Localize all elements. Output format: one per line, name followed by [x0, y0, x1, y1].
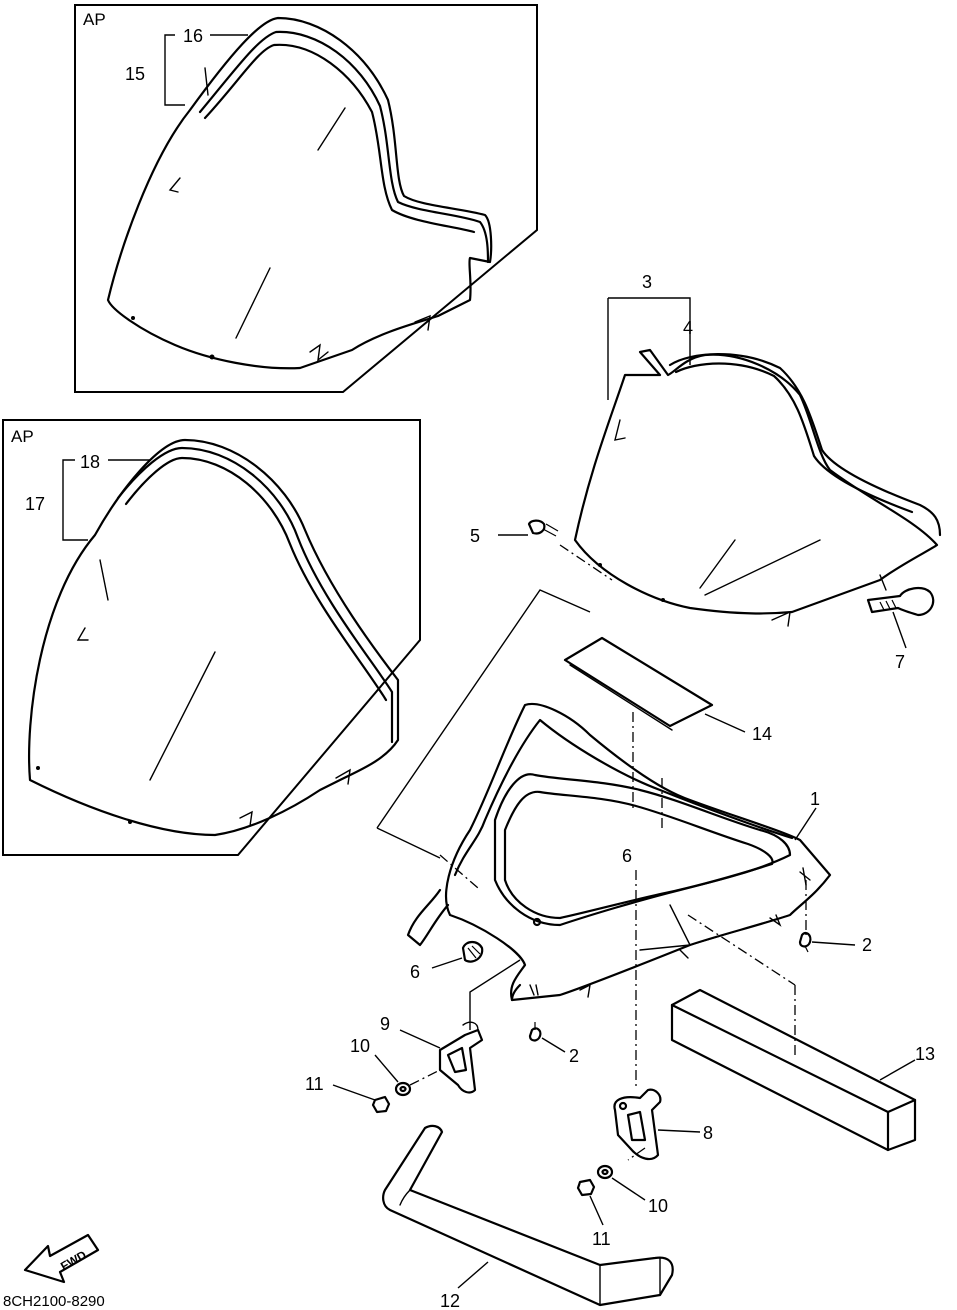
bracket-9: 9: [380, 1014, 484, 1094]
callout-5: 5: [470, 526, 480, 546]
inset-mark: 6: [622, 846, 632, 866]
grommet-6: 6: [410, 940, 484, 982]
block-13: 13: [670, 988, 935, 1152]
panel-frame: [2, 419, 421, 856]
callout-12: 12: [440, 1291, 460, 1310]
callout-2-right: 2: [862, 935, 872, 955]
pad-14: 14: [563, 636, 772, 744]
fwd-label: FWD: [58, 1248, 89, 1274]
assembly-lines: [376, 544, 807, 1090]
washer-10-right: 10: [596, 1164, 668, 1216]
callout-15: 15: [125, 64, 145, 84]
panel-label: AP: [11, 427, 34, 446]
panel-frame: [74, 4, 538, 393]
windshield-part-15: [106, 16, 493, 370]
callout-18: 18: [80, 452, 100, 472]
washer-10-left: 10: [350, 1036, 441, 1097]
callout-7: 7: [895, 652, 905, 672]
fwd-arrow-icon: FWD: [23, 1233, 100, 1284]
callout-10-right: 10: [648, 1196, 668, 1216]
callout-11-right: 11: [592, 1229, 611, 1249]
callout-4: 4: [683, 318, 693, 338]
callout-16: 16: [183, 26, 203, 46]
bracket-8: 8: [613, 1088, 713, 1161]
trim-strip-12: 12: [382, 1124, 674, 1310]
windshield-part-17: [27, 438, 400, 837]
ap-panel-left: AP 17 18: [2, 419, 421, 856]
nut-11-right: 11: [576, 1178, 611, 1249]
bolt-5: 5: [470, 519, 559, 546]
ap-panel-top: AP 15 16: [74, 4, 538, 393]
callout-10-left: 10: [350, 1036, 370, 1056]
panel-label: AP: [83, 10, 106, 29]
callout-13: 13: [915, 1044, 935, 1064]
cowl-1: 6 1: [406, 702, 832, 1002]
callout-8: 8: [703, 1123, 713, 1143]
callout-11-left: 11: [305, 1074, 324, 1094]
callout-14: 14: [752, 724, 772, 744]
callout-6: 6: [410, 962, 420, 982]
callout-9: 9: [380, 1014, 390, 1034]
callout-2-lower: 2: [569, 1046, 579, 1066]
nut-11-left: 11: [305, 1074, 391, 1114]
callout-3: 3: [642, 272, 652, 292]
windshield-assembly: 3 4: [573, 272, 942, 627]
diagram-code: 8CH2100-8290: [3, 1293, 105, 1310]
knob-7: 7: [866, 586, 935, 672]
bolt-2-lower: 2: [528, 1022, 579, 1066]
callout-1: 1: [810, 789, 820, 809]
callout-17: 17: [25, 494, 45, 514]
bolt-2-right: 2: [798, 931, 872, 955]
